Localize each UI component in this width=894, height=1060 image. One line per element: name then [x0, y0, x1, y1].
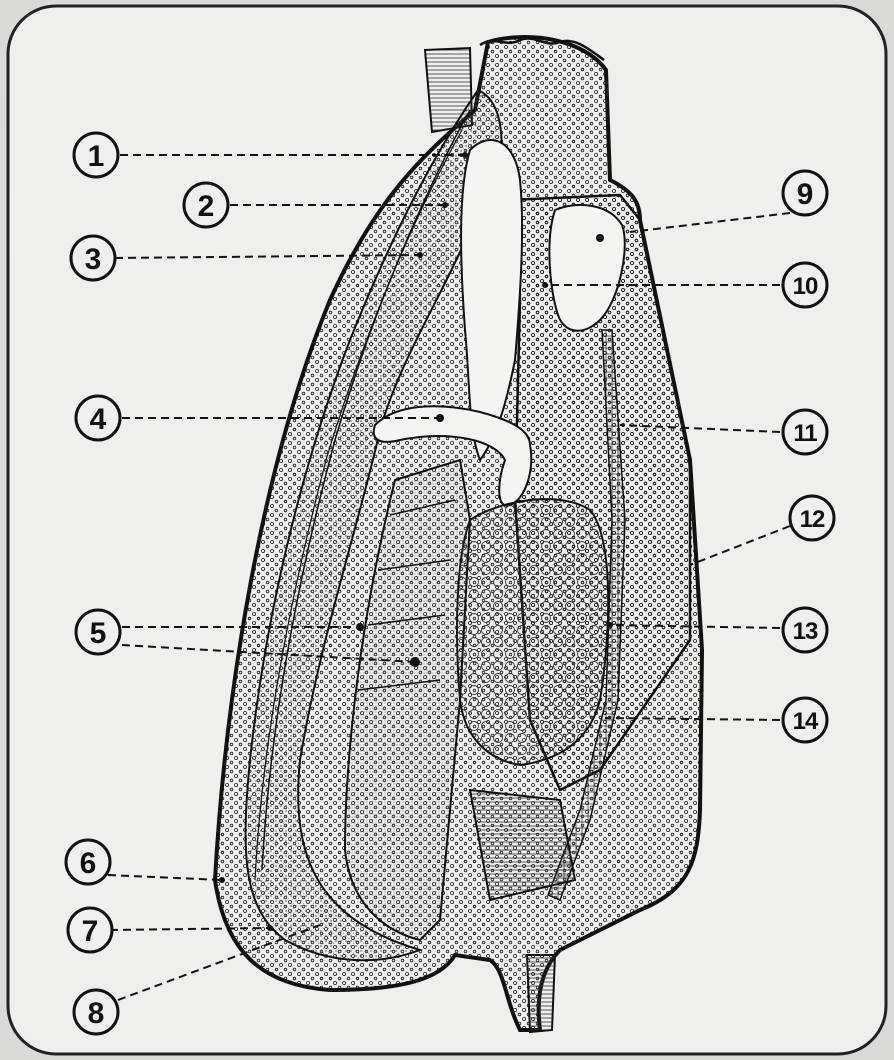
callout-4-label: 4 [90, 403, 107, 436]
callout-2: 2 [184, 183, 228, 227]
callout-7-label: 7 [82, 915, 99, 948]
callout-7: 7 [68, 908, 112, 952]
callout-10-label: 10 [793, 273, 818, 300]
callout-14-label: 14 [793, 708, 819, 735]
callout-8-label: 8 [88, 997, 105, 1030]
callout-9: 9 [783, 171, 827, 215]
callout-6: 6 [66, 840, 110, 884]
callout-4: 4 [76, 396, 120, 440]
callout-12-label: 12 [800, 506, 825, 533]
callout-3-label: 3 [85, 243, 102, 276]
callout-8: 8 [74, 990, 118, 1034]
callout-3: 3 [71, 236, 115, 280]
callout-13-label: 13 [793, 618, 818, 645]
callout-1: 1 [74, 133, 118, 177]
callout-9-label: 9 [797, 178, 814, 211]
callout-14: 14 [783, 698, 827, 742]
callout-11-label: 11 [793, 420, 817, 447]
callout-12: 12 [790, 496, 834, 540]
callout-5: 5 [76, 610, 120, 654]
radicle [457, 499, 608, 765]
callout-11: 11 [783, 410, 827, 454]
callout-10: 10 [783, 263, 827, 307]
callout-6-label: 6 [80, 847, 97, 880]
callout-2-label: 2 [198, 190, 215, 223]
callout-5-label: 5 [90, 617, 107, 650]
callout-13: 13 [783, 608, 827, 652]
pedicel [527, 955, 555, 1032]
callout-1-label: 1 [88, 140, 105, 173]
